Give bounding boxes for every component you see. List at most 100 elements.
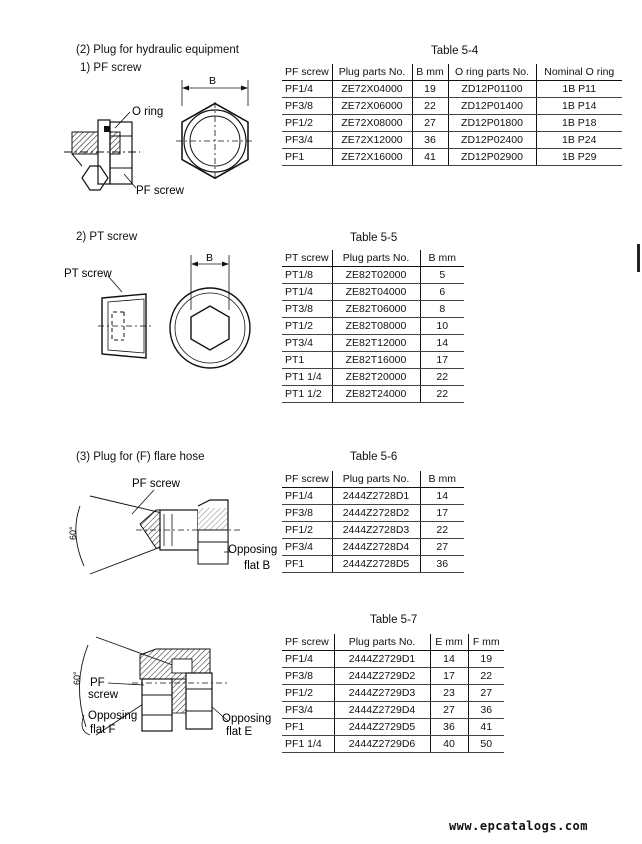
table-cell: ZD12P02900 <box>447 148 536 166</box>
table-cell: PF3/4 <box>282 701 334 719</box>
column-header: Nominal O ring <box>535 64 622 81</box>
table-cell: 2444Z2729D3 <box>333 684 430 702</box>
table-cell: 10 <box>419 317 464 335</box>
table-cell: PT1 1/2 <box>282 385 332 403</box>
section-heading-flare: (3) Plug for (F) flare hose <box>76 451 205 463</box>
table-cell: 36 <box>419 555 464 573</box>
column-header: B mm <box>419 250 464 267</box>
column-header: PT screw <box>282 250 332 267</box>
table-cell: PF1/2 <box>282 521 332 539</box>
table-cell: 2444Z2729D4 <box>333 701 430 719</box>
table-cell: PF3/4 <box>282 538 332 556</box>
table-cell: 2444Z2729D2 <box>333 667 430 685</box>
table-cell: PT1 1/4 <box>282 368 332 386</box>
flat-b-label: flat B <box>244 560 271 572</box>
table-5-4: PF screw Plug parts No. B mm O ring part… <box>282 64 622 166</box>
column-header: B mm <box>419 471 464 488</box>
flare-hose-plug-drawing: 60° PF screw Opposing flat B <box>68 478 277 575</box>
subheading-pt-screw: 2) PT screw <box>76 231 138 243</box>
table-5-6-caption: Table 5-6 <box>350 451 398 463</box>
subheading-pf-screw: 1) PF screw <box>80 62 142 74</box>
table-cell: PF1/4 <box>282 487 332 505</box>
table-cell: PF3/8 <box>282 504 332 522</box>
table-cell: 22 <box>467 667 504 685</box>
table-cell: PF1/2 <box>282 114 332 132</box>
table-header-row: PF screw Plug parts No. E mm F mm <box>282 634 504 651</box>
flare-hose-plug-ef-drawing: 60° PF screw Opposing flat F Opposing fl… <box>72 636 271 738</box>
table-row: PF1 ZE72X16000 41 ZD12P02900 1B P29 <box>282 148 622 166</box>
table-cell: 36 <box>467 701 504 719</box>
table-cell: ZE72X06000 <box>331 97 412 115</box>
table-cell: 19 <box>411 80 448 98</box>
table-cell: 1B P29 <box>535 148 622 166</box>
pt-screw-label: PT screw <box>64 268 112 280</box>
pf-label: PF <box>90 677 105 689</box>
table-cell: 27 <box>429 701 468 719</box>
opposing-label: Opposing <box>228 544 277 556</box>
column-header: PF screw <box>282 634 334 651</box>
table-cell: PF3/8 <box>282 667 334 685</box>
table-cell: ZE72X08000 <box>331 114 412 132</box>
table-cell: ZE72X12000 <box>331 131 412 149</box>
footer-watermark-url[interactable]: www.epcatalogs.com <box>448 819 588 833</box>
table-cell: 1B P11 <box>535 80 622 98</box>
column-header: Plug parts No. <box>331 471 420 488</box>
table-cell: PT3/8 <box>282 300 332 318</box>
table-header-row: PF screw Plug parts No. B mm <box>282 471 464 488</box>
opposing-f-label: Opposing <box>88 710 137 722</box>
table-cell: PF3/4 <box>282 131 332 149</box>
table-cell: ZE82T04000 <box>331 283 420 301</box>
column-header: PF screw <box>282 64 332 81</box>
table-header-row: PF screw Plug parts No. B mm O ring part… <box>282 64 622 81</box>
column-header: F mm <box>467 634 504 651</box>
table-cell: 6 <box>419 283 464 301</box>
column-header: O ring parts No. <box>447 64 536 81</box>
table-cell: ZE72X04000 <box>331 80 412 98</box>
angle-label: 60° <box>72 671 82 685</box>
table-cell: 17 <box>429 667 468 685</box>
table-cell: 41 <box>467 718 504 736</box>
table-cell: 2444Z2728D1 <box>331 487 420 505</box>
table-cell: 2444Z2728D4 <box>331 538 420 556</box>
table-5-7-caption: Table 5-7 <box>370 614 418 626</box>
table-cell: PT1/2 <box>282 317 332 335</box>
table-cell: 2444Z2728D3 <box>331 521 420 539</box>
column-header: E mm <box>429 634 468 651</box>
table-cell: 1B P14 <box>535 97 622 115</box>
flat-e-label: flat E <box>226 726 253 738</box>
table-cell: 22 <box>419 521 464 539</box>
table-cell: ZE82T06000 <box>331 300 420 318</box>
table-header-row: PT screw Plug parts No. B mm <box>282 250 464 267</box>
angle-label: 60° <box>68 526 78 540</box>
table-cell: ZE72X16000 <box>331 148 412 166</box>
table-cell: 22 <box>411 97 448 115</box>
table-cell: PT1 <box>282 351 332 369</box>
table-cell: 2444Z2729D5 <box>333 718 430 736</box>
table-cell: PF1/2 <box>282 684 334 702</box>
table-cell: PT3/4 <box>282 334 332 352</box>
table-cell: ZE82T24000 <box>331 385 420 403</box>
table-row: PF1/4 ZE72X04000 19 ZD12P01100 1B P11 <box>282 80 622 98</box>
table-cell: ZE82T08000 <box>331 317 420 335</box>
dimension-b-label: B <box>206 252 213 264</box>
table-cell: 27 <box>467 684 504 702</box>
table-cell: ZD12P02400 <box>447 131 536 149</box>
table-cell: 14 <box>419 487 464 505</box>
table-cell: 1B P18 <box>535 114 622 132</box>
flat-f-label: flat F <box>90 724 116 736</box>
table-cell: ZD12P01800 <box>447 114 536 132</box>
table-cell: 27 <box>419 538 464 556</box>
